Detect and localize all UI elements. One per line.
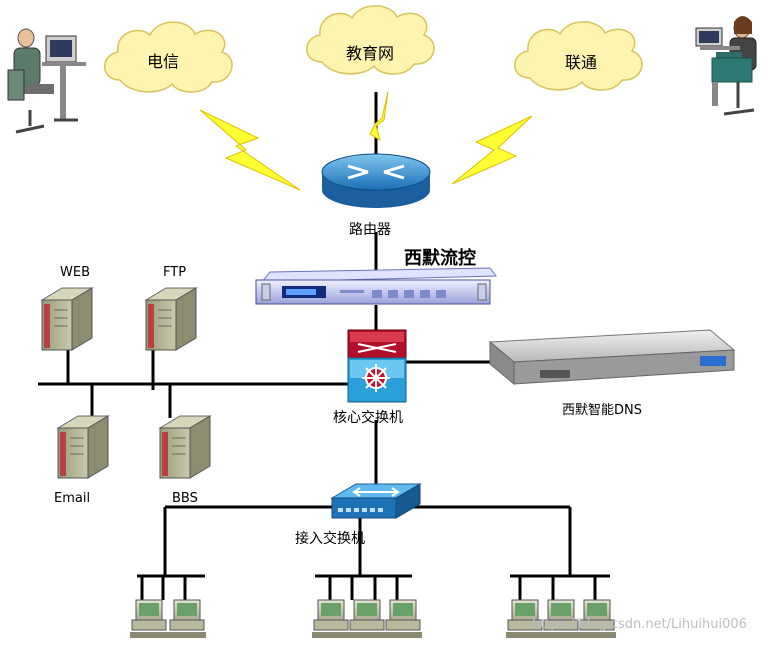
server-email-label: Email bbox=[54, 491, 91, 506]
pc-icon bbox=[542, 599, 580, 638]
server-bbs-label: BBS bbox=[172, 491, 198, 506]
cloud-label-education: 教育网 bbox=[346, 44, 395, 63]
core-switch-label: 核心交换机 bbox=[333, 410, 403, 426]
pc-icon bbox=[348, 599, 386, 638]
router-icon bbox=[321, 153, 431, 208]
client-pcs bbox=[130, 599, 616, 638]
lightning-center-icon bbox=[369, 91, 389, 142]
lightning-left-icon bbox=[199, 109, 301, 191]
server-bbs-icon bbox=[158, 415, 212, 479]
cloud-label-unicom: 联通 bbox=[565, 53, 598, 72]
server-email-icon bbox=[56, 415, 110, 479]
access-switch-icon bbox=[330, 483, 422, 519]
server-ftp-label: FTP bbox=[163, 265, 187, 280]
access-switch-label: 接入交换机 bbox=[295, 531, 365, 547]
flow-control-device bbox=[255, 267, 497, 305]
server-web-icon bbox=[40, 287, 94, 351]
router-label: 路由器 bbox=[349, 222, 391, 238]
smart-dns-label: 西默智能DNS bbox=[562, 403, 642, 418]
pc-icon bbox=[578, 599, 616, 638]
smart-dns-device bbox=[488, 329, 736, 386]
user-desktop-icon bbox=[7, 28, 86, 134]
pc-icon bbox=[384, 599, 422, 638]
cloud-education bbox=[306, 5, 435, 75]
pc-icon bbox=[130, 599, 168, 638]
watermark: https://blog.csdn.net/Lihuihui006 bbox=[532, 617, 747, 632]
lightning-bolts bbox=[199, 91, 533, 191]
user-laptop-icon bbox=[695, 16, 757, 116]
server-web-label: WEB bbox=[60, 265, 90, 280]
cloud-telecom bbox=[104, 21, 233, 93]
server-ftp-icon bbox=[144, 287, 198, 351]
cloud-unicom bbox=[514, 21, 643, 91]
lightning-right-icon bbox=[451, 115, 533, 185]
core-switch-icon bbox=[347, 329, 407, 403]
pc-icon bbox=[312, 599, 350, 638]
cloud-label-telecom: 电信 bbox=[147, 52, 180, 71]
pc-icon bbox=[506, 599, 544, 638]
flow-control-label: 西默流控 bbox=[404, 248, 476, 269]
pc-icon bbox=[168, 599, 206, 638]
connection-lines bbox=[38, 92, 610, 600]
